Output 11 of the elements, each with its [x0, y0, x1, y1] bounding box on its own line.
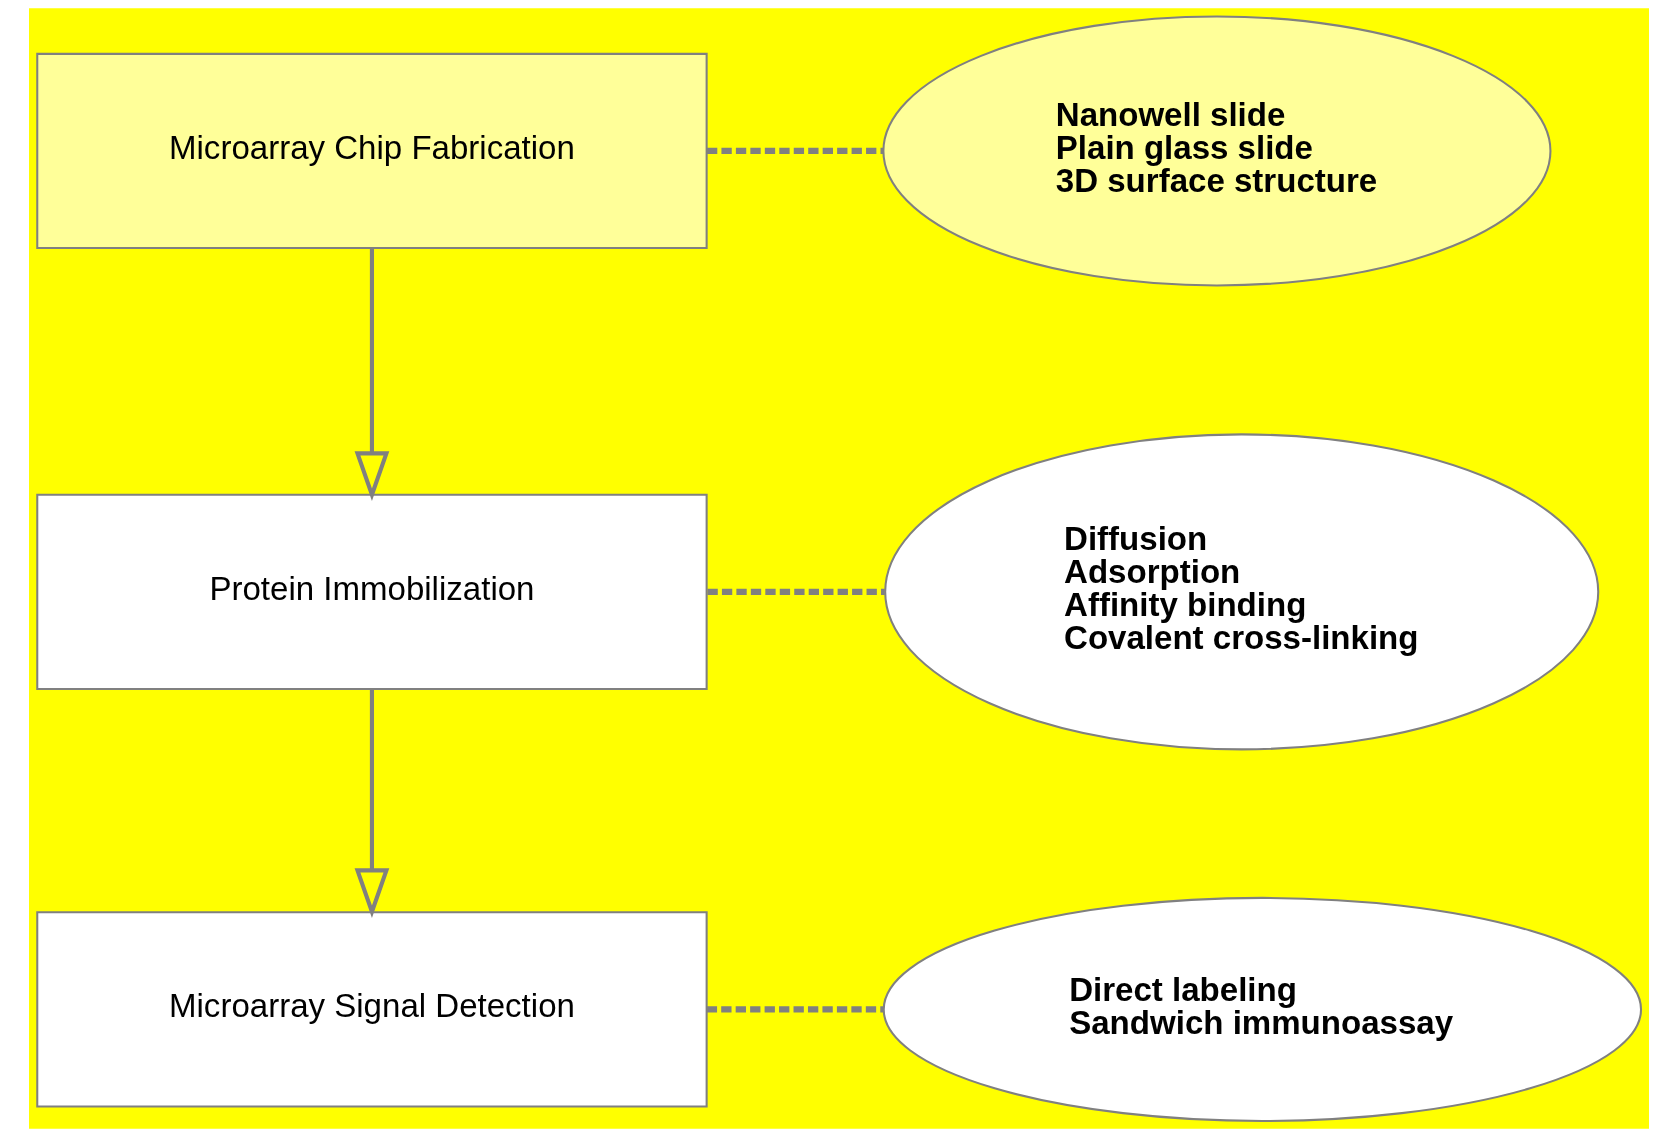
node-ellipse: Diffusion Adsorption Affinity binding Covalent cross-linking	[884, 433, 1600, 751]
arrow	[354, 248, 390, 501]
arrow	[354, 689, 390, 918]
node-box: Microarray Chip Fabrication	[36, 52, 708, 250]
node-ellipse: Direct labeling Sandwich immunoassay	[882, 896, 1643, 1122]
node-box: Protein Immobilization	[36, 493, 708, 690]
node-box: Microarray Signal Detection	[36, 911, 708, 1108]
connector	[707, 588, 885, 595]
node-ellipse: Nanowell slide Plain glass slide 3D surface structure	[882, 15, 1552, 287]
connector	[706, 1006, 884, 1013]
connector	[706, 147, 884, 155]
